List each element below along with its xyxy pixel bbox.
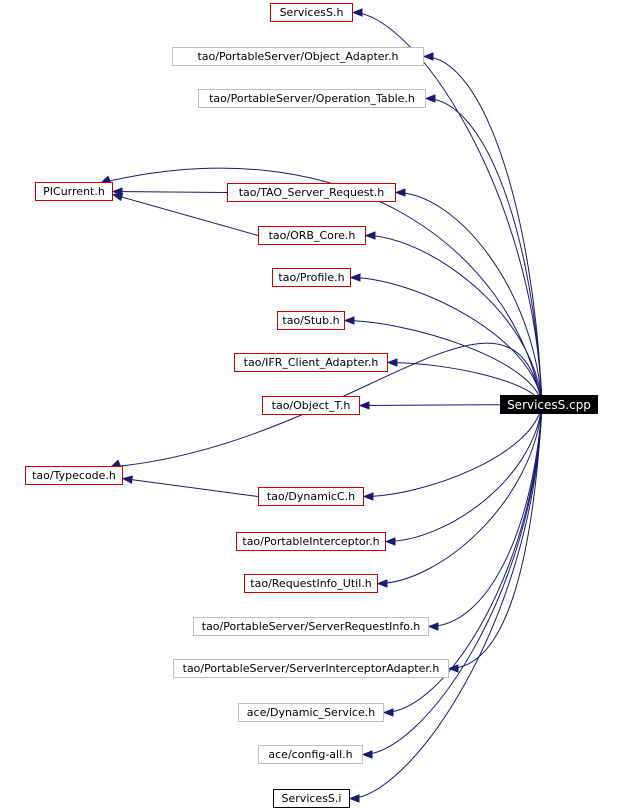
node-profile-h[interactable]: tao/Profile.h: [272, 268, 351, 287]
node-config-all-h[interactable]: ace/config-all.h: [258, 745, 363, 764]
edge-root-to-n5: [394, 188, 543, 405]
edge-n5-to-n4: [111, 187, 228, 196]
edge-root-to-n14: [376, 404, 543, 588]
edge-root-to-n12: [362, 404, 543, 501]
node-orb-core-h[interactable]: tao/ORB_Core.h: [258, 226, 366, 245]
node-dynamic-service-h[interactable]: ace/Dynamic_Service.h: [238, 703, 384, 722]
edge-root-to-n17: [382, 404, 543, 717]
edge-root-to-n2: [422, 52, 543, 405]
edge-root-to-n4: [99, 167, 543, 405]
edge-root-to-n3: [424, 94, 543, 405]
node-portable-interceptor-h[interactable]: tao/PortableInterceptor.h: [236, 532, 386, 551]
node-request-info-util-h[interactable]: tao/RequestInfo_Util.h: [244, 574, 378, 593]
node-object-t-h[interactable]: tao/Object_T.h: [262, 396, 360, 415]
edge-root-to-n8: [343, 316, 543, 405]
edge-root-to-n19: [348, 404, 543, 803]
node-stub-h[interactable]: tao/Stub.h: [277, 311, 345, 330]
node-server-request-info-h[interactable]: tao/PortableServer/ServerRequestInfo.h: [193, 617, 429, 636]
node-picurrent-h[interactable]: PICurrent.h: [35, 182, 113, 201]
node-operation-table-h[interactable]: tao/PortableServer/Operation_Table.h: [198, 89, 426, 108]
node-server-interceptor-adapter-h[interactable]: tao/PortableServer/ServerInterceptorAdap…: [173, 659, 449, 678]
node-typecode-h[interactable]: tao/Typecode.h: [25, 466, 123, 485]
edge-root-to-n13: [384, 404, 543, 546]
edge-root-to-n6: [364, 231, 543, 405]
edge-root-to-n7: [349, 273, 543, 405]
edge-root-to-n18: [361, 404, 543, 759]
node-ifr-client-adapter-h[interactable]: tao/IFR_Client_Adapter.h: [234, 353, 388, 372]
node-services-s-i[interactable]: ServicesS.i: [273, 789, 350, 808]
edge-n12-to-n11: [121, 475, 259, 497]
edge-root-to-n15: [427, 404, 543, 631]
node-tao-server-request-h[interactable]: tao/TAO_Server_Request.h: [227, 183, 396, 202]
node-dynamic-c-h[interactable]: tao/DynamicC.h: [258, 487, 364, 506]
node-services-s-h[interactable]: ServicesS.h: [270, 3, 353, 22]
edge-root-to-n1: [351, 8, 543, 405]
edge-n6-to-n4: [111, 193, 259, 236]
node-services-s-cpp: ServicesS.cpp: [500, 395, 598, 414]
node-object-adapter-h[interactable]: tao/PortableServer/Object_Adapter.h: [172, 47, 424, 66]
